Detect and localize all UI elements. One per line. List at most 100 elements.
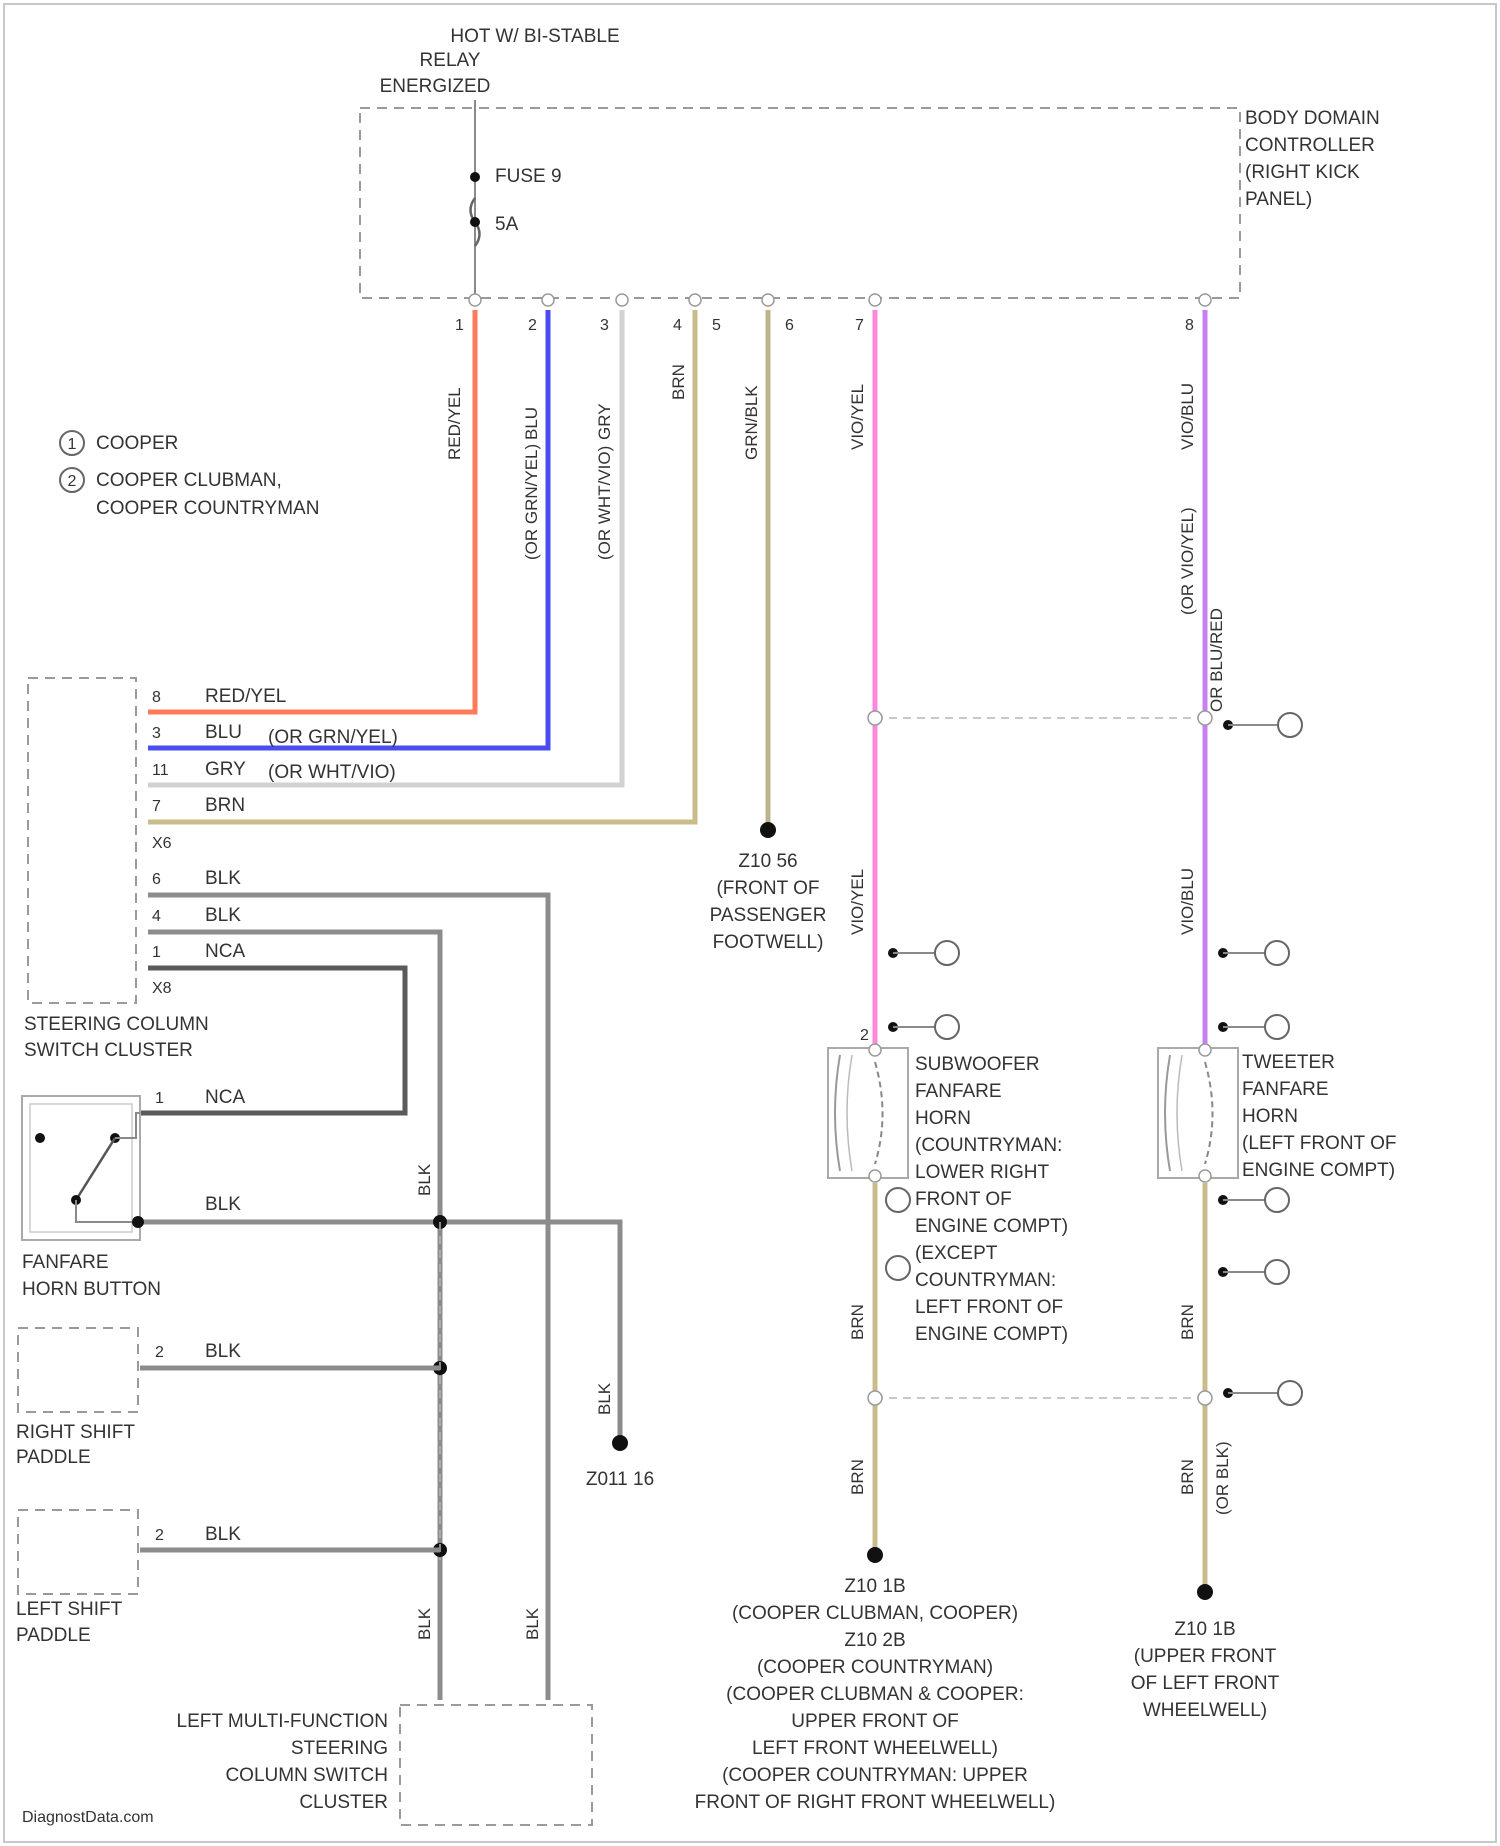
row-3-color: GRY: [205, 759, 246, 780]
steering-cluster-name-1: STEERING COLUMN: [24, 1014, 209, 1035]
row-7-pin: 4: [152, 908, 161, 925]
lmf-line3: COLUMN SWITCH: [225, 1765, 388, 1786]
label-brn: BRN: [669, 364, 688, 400]
bdc-pin-5: [762, 294, 774, 306]
sub-line4: (COUNTRYMAN:: [915, 1135, 1062, 1156]
steering-column-switch-cluster-box: [28, 678, 136, 1003]
tw-line4: (LEFT FRONT OF: [1242, 1133, 1396, 1154]
fuse-bottom-node: [470, 217, 480, 227]
right-paddle-pin: 2: [155, 1344, 164, 1361]
row-5-pin: X6: [152, 835, 172, 852]
bdc-pin-8-label: 8: [1185, 317, 1194, 334]
steering-cluster-rows: 8 RED/YEL 3 BLU (OR GRN/YEL) 11 GRY (OR …: [152, 686, 398, 997]
ground-z1056-id: Z10 56: [738, 851, 797, 872]
fanfare-horn-button-box: [22, 1096, 140, 1240]
blk-lower-right-label: BLK: [523, 1607, 542, 1640]
ground-z011-node: [612, 1435, 628, 1451]
bdc-line3: (RIGHT KICK: [1245, 162, 1360, 183]
row-6-pin: 6: [152, 871, 161, 888]
legend-text-1: COOPER: [96, 433, 178, 454]
ground-left-label: Z10 1B (COOPER CLUBMAN, COOPER) Z10 2B (…: [695, 1576, 1056, 1813]
horn-button-pin: 1: [155, 1090, 164, 1107]
tw-connector-lower: [1198, 1391, 1212, 1405]
ground-left-line9: FRONT OF RIGHT FRONT WHEELWELL): [695, 1792, 1056, 1813]
horn-button-name-1: FANFARE: [22, 1252, 109, 1273]
horn-button-node: [132, 1216, 144, 1228]
ground-left-line5: (COOPER CLUBMAN & COOPER:: [726, 1684, 1024, 1705]
ground-left-line2: (COOPER CLUBMAN, COOPER): [732, 1603, 1018, 1624]
ground-right-line1: Z10 1B: [1174, 1619, 1235, 1640]
ground-right-label: Z10 1B (UPPER FRONT OF LEFT FRONT WHEELW…: [1131, 1619, 1280, 1721]
tw-line2: FANFARE: [1242, 1079, 1329, 1100]
ground-left-line4: (COOPER COUNTRYMAN): [757, 1657, 993, 1678]
ground-z1056-line1: (FRONT OF: [716, 878, 819, 899]
bdc-pins: 1 2 3 4 5 6 7 8: [455, 294, 1211, 334]
subwoofer-horn-label: SUBWOOFER FANFARE HORN (COUNTRYMAN: LOWE…: [915, 1054, 1068, 1345]
bdc-pin-3-label: 3: [600, 317, 609, 334]
horn-button-wire: NCA: [205, 1087, 245, 1108]
bdc-pin-2-label: 2: [528, 317, 537, 334]
lmf-line4: CLUSTER: [299, 1792, 388, 1813]
label-gry-alt: (OR WHT/VIO): [595, 446, 614, 560]
label-blu-alt: (OR GRN/YEL): [522, 444, 541, 560]
row-2-pin: 3: [152, 725, 161, 742]
left-paddle-name-2: PADDLE: [16, 1625, 91, 1646]
power-source-line3: ENERGIZED: [380, 76, 491, 97]
row-8-pin: 1: [152, 944, 161, 961]
tw-line1: TWEETER: [1242, 1052, 1335, 1073]
blk-drop-label: BLK: [595, 1382, 614, 1415]
legend-mark-2: 2: [68, 473, 77, 490]
sub-line5: LOWER RIGHT: [915, 1162, 1049, 1183]
sub-line8: (EXCEPT: [915, 1243, 998, 1264]
row-4-pin: 7: [152, 798, 161, 815]
horn-button-name-2: HORN BUTTON: [22, 1279, 161, 1300]
row-2-color: BLU: [205, 722, 242, 743]
fuse-rating: 5A: [495, 214, 519, 235]
tw-wire-alt-label: (OR BLK): [1213, 1441, 1232, 1515]
left-shift-paddle-box: [18, 1510, 138, 1594]
sub-connector-lower: [868, 1391, 882, 1405]
row-9-pin: X8: [152, 980, 172, 997]
fuse-top-node: [470, 172, 480, 182]
row-1-color: RED/YEL: [205, 686, 286, 707]
sub-line10: LEFT FRONT OF: [915, 1297, 1063, 1318]
legend-text-2a: COOPER CLUBMAN,: [96, 470, 282, 491]
sub-brn-label-2: BRN: [848, 1459, 867, 1495]
vio-yel-connector-upper: [868, 711, 882, 725]
sub-variant-mark-3-icon: [886, 1188, 910, 1212]
label-red-yel: RED/YEL: [445, 387, 464, 460]
bdc-line2: CONTROLLER: [1245, 135, 1375, 156]
bdc-line1: BODY DOMAIN: [1245, 108, 1380, 129]
sub-pin-top: 2: [860, 1027, 869, 1044]
tw-line3: HORN: [1242, 1106, 1298, 1127]
label-vio-blu-upper: VIO/BLU: [1178, 383, 1197, 450]
row-3-pin: 11: [152, 762, 169, 779]
row-1-pin: 8: [152, 689, 161, 706]
right-paddle-wire: BLK: [205, 1341, 241, 1362]
ground-z1056-node: [760, 822, 776, 838]
tw-variant-mark-2-icon: [1265, 1015, 1289, 1039]
legend-mark-1: 1: [68, 436, 77, 453]
row-8-color: NCA: [205, 941, 245, 962]
tw-line5: ENGINE COMPT): [1242, 1160, 1395, 1181]
bdc-pin-3: [616, 294, 628, 306]
bdc-pin-2: [542, 294, 554, 306]
body-domain-controller-label: BODY DOMAIN CONTROLLER (RIGHT KICK PANEL…: [1245, 108, 1380, 210]
legend-text-2b: COOPER COUNTRYMAN: [96, 498, 319, 519]
tweeter-horn-label: TWEETER FANFARE HORN (LEFT FRONT OF ENGI…: [1242, 1052, 1396, 1181]
ground-left-line8: (COOPER COUNTRYMAN: UPPER: [722, 1765, 1028, 1786]
wire-blu: [148, 310, 548, 748]
bdc-line4: PANEL): [1245, 189, 1312, 210]
ground-z011-id: Z011 16: [586, 1469, 654, 1490]
tw-variant-mark-5-icon: [1278, 1381, 1302, 1405]
right-paddle-name-2: PADDLE: [16, 1447, 91, 1468]
row-7-color: BLK: [205, 905, 241, 926]
lmf-line1: LEFT MULTI-FUNCTION: [177, 1711, 388, 1732]
tw-brn-label-1: BRN: [1178, 1304, 1197, 1340]
sub-line1: SUBWOOFER: [915, 1054, 1040, 1075]
tw-wire-lower-label: VIO/BLU: [1178, 868, 1197, 935]
left-paddle-pin: 2: [155, 1527, 164, 1544]
vio-blu-variant-mark-icon: [1278, 713, 1302, 737]
row-6-color: BLK: [205, 868, 241, 889]
sub-line9: COUNTRYMAN:: [915, 1270, 1056, 1291]
